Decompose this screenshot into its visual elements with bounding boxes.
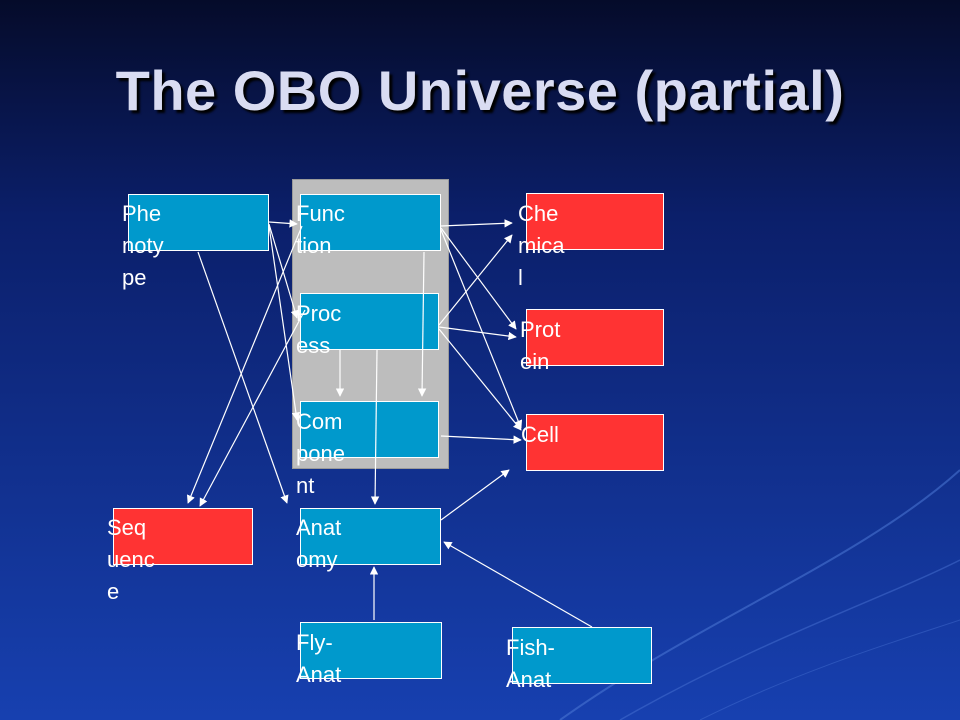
arrow-fishanat-anatomy: [443, 541, 593, 628]
arrow-process-cell: [438, 328, 522, 431]
fish-anat-box: [512, 627, 652, 684]
phenotype-box: [128, 194, 269, 251]
protein-box: [526, 309, 664, 366]
phenotype-label: Phe noty pe: [122, 201, 164, 290]
arrow-phenotype-component: [268, 225, 301, 421]
protein-label: Prot ein: [520, 317, 561, 374]
component-box: [300, 401, 439, 458]
slide-title: The OBO Universe (partial): [115, 59, 845, 122]
arrow-component-cell: [440, 435, 522, 444]
arrow-function-component: [417, 251, 427, 397]
arrow-function-cell: [440, 229, 523, 429]
cell-label: Cell: [521, 422, 559, 447]
arrow-function-protein: [440, 227, 517, 330]
arrow-process-sequence: [199, 309, 306, 507]
arrow-function-chemical: [440, 219, 513, 228]
arrow-process-anatomy: [370, 349, 380, 505]
cell-box: [526, 414, 664, 471]
fly-anat-box: [300, 622, 442, 679]
anatomy-box: [300, 508, 441, 565]
chemical-box: [526, 193, 664, 250]
fly-anat-label: Fly- Anat: [296, 630, 342, 687]
process-label: Proc ess: [296, 301, 342, 358]
arrow-process-protein: [438, 326, 517, 341]
process-box: [300, 293, 439, 350]
function-label: Func tion: [296, 201, 345, 258]
sequence-label: Seq uenc e: [107, 515, 155, 604]
sequence-box: [113, 508, 253, 565]
fish-anat-label: Fish- Anat: [506, 635, 555, 692]
anatomy-label: Anat omy: [296, 515, 342, 572]
arrow-process-chemical: [438, 234, 513, 326]
chemical-label: Che mica l: [518, 201, 565, 290]
arrow-anatomy-cell: [440, 469, 510, 521]
arrow-phenotype-function: [268, 219, 298, 228]
arrow-function-sequence: [186, 225, 303, 504]
arrow-phenotype-anatomy: [197, 251, 289, 504]
component-label: Com pone nt: [296, 409, 345, 498]
function-box: [300, 194, 441, 251]
